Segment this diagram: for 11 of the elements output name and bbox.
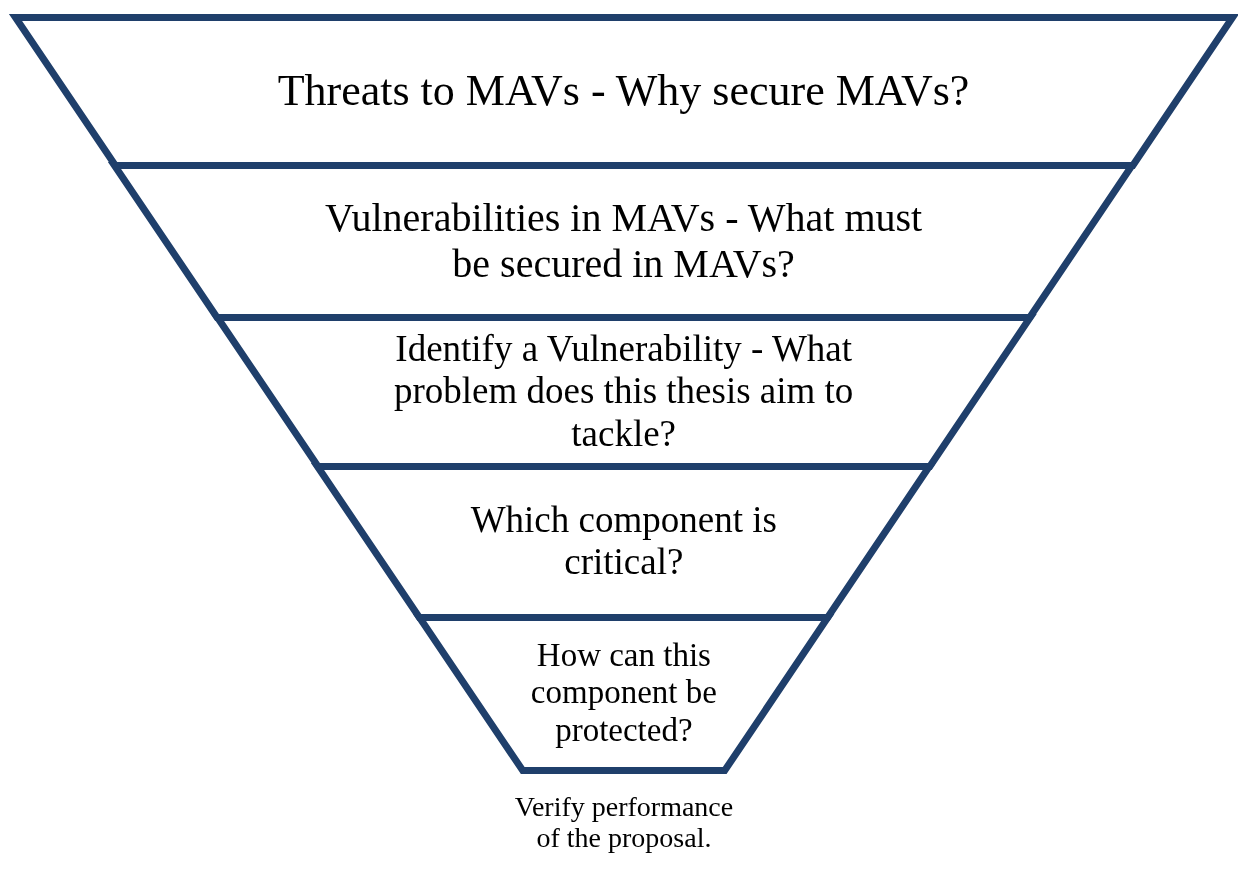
band-text: Threats to MAVs - Why secure MAVs? — [276, 65, 971, 117]
note-text: Verify performance of the proposal. — [514, 792, 734, 854]
funnel-band — [416, 613, 832, 774]
funnel-band — [11, 13, 1236, 169]
band-text: How can this component be protected? — [529, 636, 718, 751]
band-text: Vulnerabilities in MAVs - What must be secured in MAVs? — [324, 195, 924, 287]
funnel-band — [111, 161, 1136, 321]
funnel-band — [314, 462, 934, 621]
funnel-band — [213, 313, 1034, 470]
band-text: Identify a Vulnerability - What problem does this thesis aim to tackle? — [393, 327, 855, 456]
band-text: Which component is critical? — [469, 498, 778, 585]
